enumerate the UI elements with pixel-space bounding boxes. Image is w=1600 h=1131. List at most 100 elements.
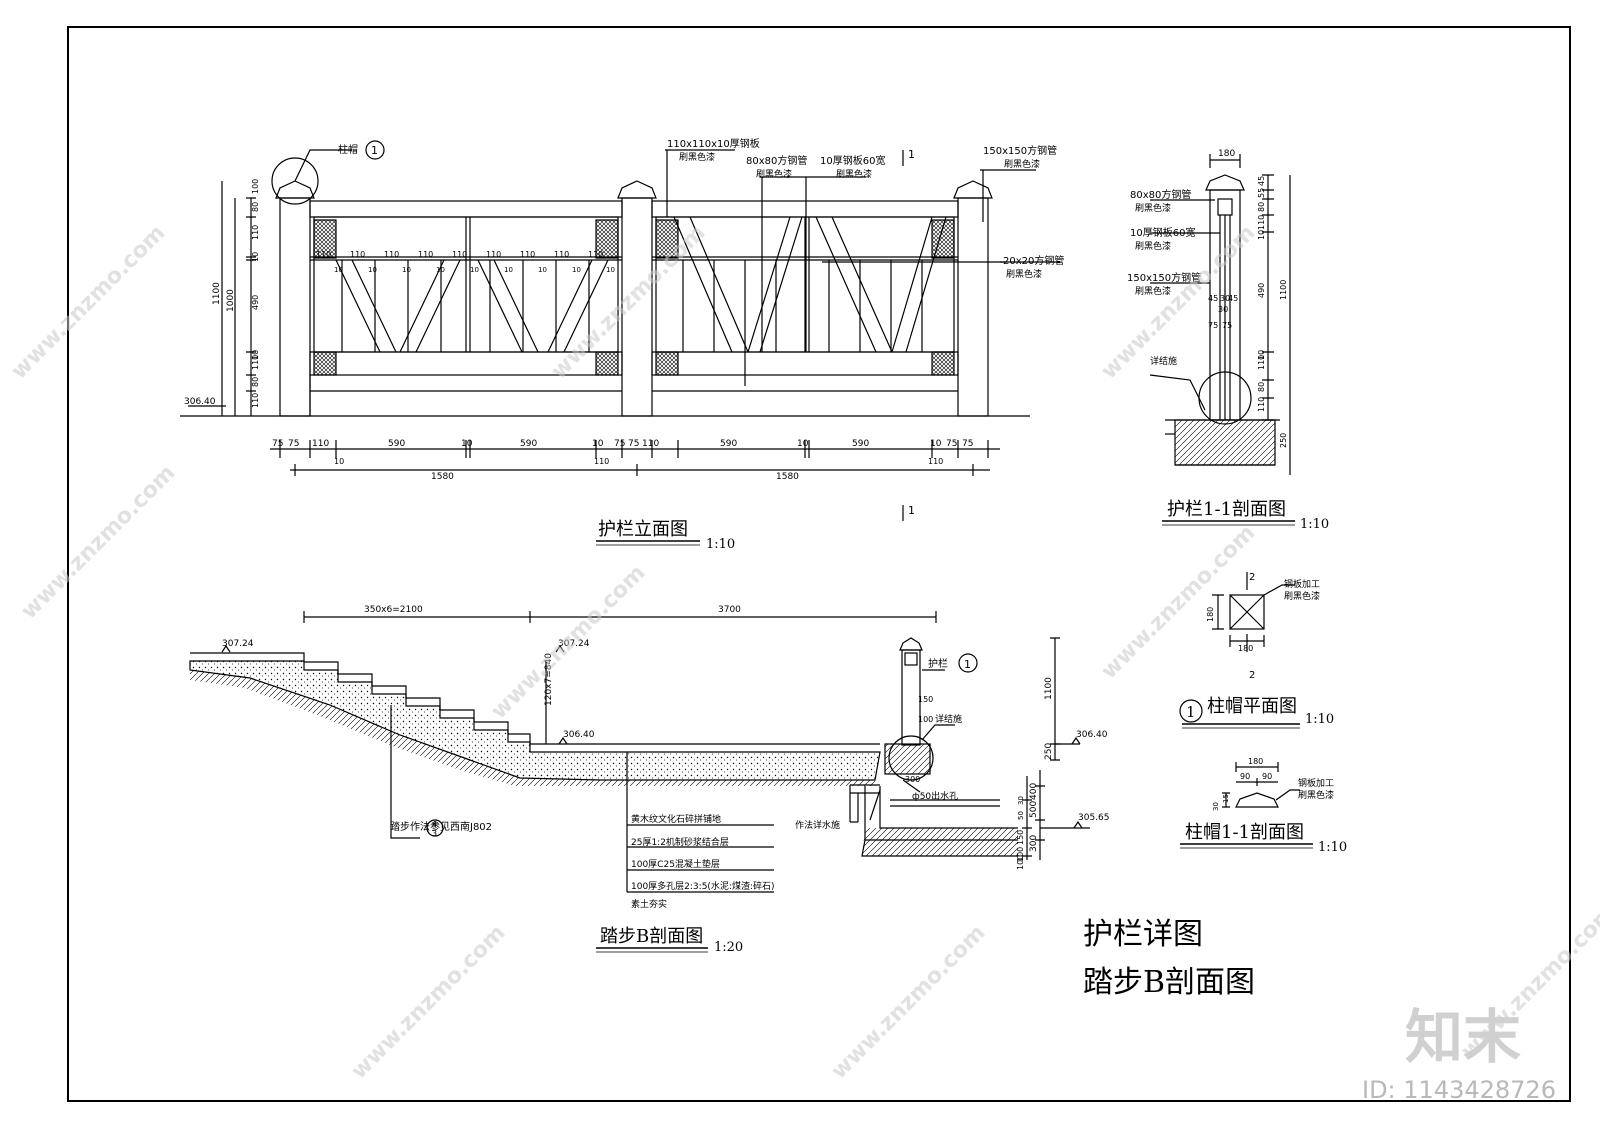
elev-0: 307.24 [222,639,254,649]
sec11-top-dim: 180 [1218,149,1235,159]
step-right-dim-4: 30 [1017,796,1025,805]
cap-sec-title: 柱帽1-1剖面图 [1185,822,1304,843]
step-ref-top: 4 [432,820,437,829]
vdim-left-7: 80 [251,377,260,387]
cap-plan-dim-v: 180 [1206,607,1215,622]
cap-plan-ref: 1 [1186,703,1196,721]
tube20-label: 20x20方钢管 [1003,254,1064,267]
elevation-labels: 柱帽 1 110x110x10厚钢板 刷黑色漆 80x80方钢管 刷黑色漆 10… [184,137,1064,552]
sec11-scale: 1:10 [1300,517,1329,532]
hdim-row1-11: 10 [797,439,809,449]
hdim-row1-13: 10 [930,439,942,449]
sec11-right-1: 55 [1257,188,1266,198]
cap-sec-scale: 1:10 [1318,840,1347,855]
elevation-mark: 306.40 [184,397,216,407]
sec11-label-1: 刷黑色漆 [1135,202,1171,214]
hdim-row1-6: 10 [592,439,604,449]
pipe-note: ф50出水孔 [912,790,958,802]
drawing-frame [67,26,1571,1102]
step-top-dim-2: 3700 [718,605,741,615]
baluster-gap-1: 10 [368,266,377,274]
baluster-spacing-0: 110 [316,250,331,259]
wm-site-5: www.znzmo.com [487,560,651,724]
hdim-row1-0: 75 [272,439,283,449]
sec11-title: 护栏1-1剖面图 [1167,499,1286,520]
post-cap-label: 柱帽 [338,143,358,156]
vdim-total-1000: 1000 [226,289,236,312]
cap-sec-dim-180: 180 [1248,757,1263,766]
step-section-labels: 350x6=2100 3700 120x7=840 307.24 307.24 … [222,605,1110,955]
layer-2: 100厚C25混凝土垫层 [631,858,720,870]
hdim-row1-1: 75 [288,439,299,449]
elev-2: 306.40 [563,730,595,740]
detail-ref: 详结施 [935,713,962,725]
vdim-left-8: 110 [251,393,260,408]
baluster-gap-6: 10 [538,266,547,274]
cap-plan-mark-top: 2 [1249,572,1255,583]
step-right-dim-9: 100 [1016,855,1025,870]
cap-plan-label1: 钢板加工 [1284,578,1320,590]
baluster-gap-8: 10 [606,266,615,274]
hdim-total-1: 1580 [431,472,454,482]
wm-id: ID: 1143428726 [1362,1076,1556,1104]
vdim-left-0: 100 [251,179,260,194]
layer-0: 黄木纹文化石碎拼铺地 [631,813,721,825]
step-section [189,611,1090,893]
baluster-gap-3: 10 [436,266,445,274]
hdim-row2-0: 10 [334,457,344,466]
wm-brand: 知末 [1405,1003,1521,1071]
cap-sec-label1: 钢板加工 [1298,777,1334,789]
vdim-total-1100: 1100 [212,282,222,305]
cap-sec-label2: 刷黑色漆 [1298,789,1334,801]
baluster-gap-0: 10 [334,266,343,274]
sec11-right-10: 1100 [1279,280,1288,300]
step-top-dim-1: 350x6=2100 [364,605,423,615]
hdim-row1-9: 110 [642,439,659,449]
section11-labels: 180 80x80方钢管 刷黑色漆 10厚钢板60宽 刷黑色漆 150x150方… [1127,149,1329,532]
hdim-row1-3: 590 [388,439,405,449]
step-right-dim-6: 150 [1016,830,1025,845]
sec11-right-9: 110 [1257,397,1266,412]
plate-label: 110x110x10厚钢板 [667,137,760,150]
cap-plan-title: 柱帽平面图 [1207,696,1297,717]
baluster-spacing-4: 110 [452,250,467,259]
tube150-label: 150x150方钢管 [983,144,1057,157]
step-post-dim-1: 100 [918,715,933,724]
hdim-row2-2: 110 [928,457,943,466]
step-right-dim-0: 1100 [1044,677,1054,700]
cap-plan-mark-bottom: 2 [1249,670,1255,681]
drain-note: 作法详水施 [795,819,840,831]
section-mark-bottom: 1 [908,504,915,517]
baluster-gap-2: 10 [402,266,411,274]
step-right-dim-5: 50 [1017,811,1025,820]
step-right-dim-2: 400 [1029,783,1039,800]
sec11-right-3: 110 [1257,215,1266,230]
main-title-1: 护栏详图 [1083,917,1203,952]
baluster-spacing-7: 110 [554,250,569,259]
tube80-paint: 刷黑色漆 [756,168,792,180]
hdim-row1-14: 75 [946,439,957,449]
baluster-spacing-1: 110 [350,250,365,259]
baluster-spacing-2: 110 [384,250,399,259]
cap-sec-dim-30: 30 [1212,802,1220,811]
sec11-right-8: 80 [1257,382,1266,392]
vdim-left-1: 80 [251,202,260,212]
sec11-label-2: 10厚钢板60宽 [1130,226,1195,239]
sec11-label-4: 150x150方钢管 [1127,271,1201,284]
sec11-right-5: 490 [1257,283,1266,298]
vdim-left-4: 490 [251,295,260,310]
step-rise-dim: 120x7=840 [544,653,554,706]
elev-1: 307.24 [558,639,590,649]
step-title: 踏步B剖面图 [600,926,703,947]
baluster-spacing-5: 110 [486,250,501,259]
cap-plan-dim-h: 180 [1238,644,1253,653]
plate60-paint: 刷黑色漆 [836,168,872,180]
baluster-gap-4: 10 [470,266,479,274]
hdim-row1-5: 590 [520,439,537,449]
step-right-dim-1: 250 [1044,743,1054,760]
cap-sec-dim-15: 15 [1222,794,1230,803]
vdim-left-3: 10 [251,252,260,262]
hdim-total-2: 1580 [776,472,799,482]
sec11-label-0: 80x80方钢管 [1130,188,1191,201]
baluster-spacing-8: 110 [588,250,603,259]
